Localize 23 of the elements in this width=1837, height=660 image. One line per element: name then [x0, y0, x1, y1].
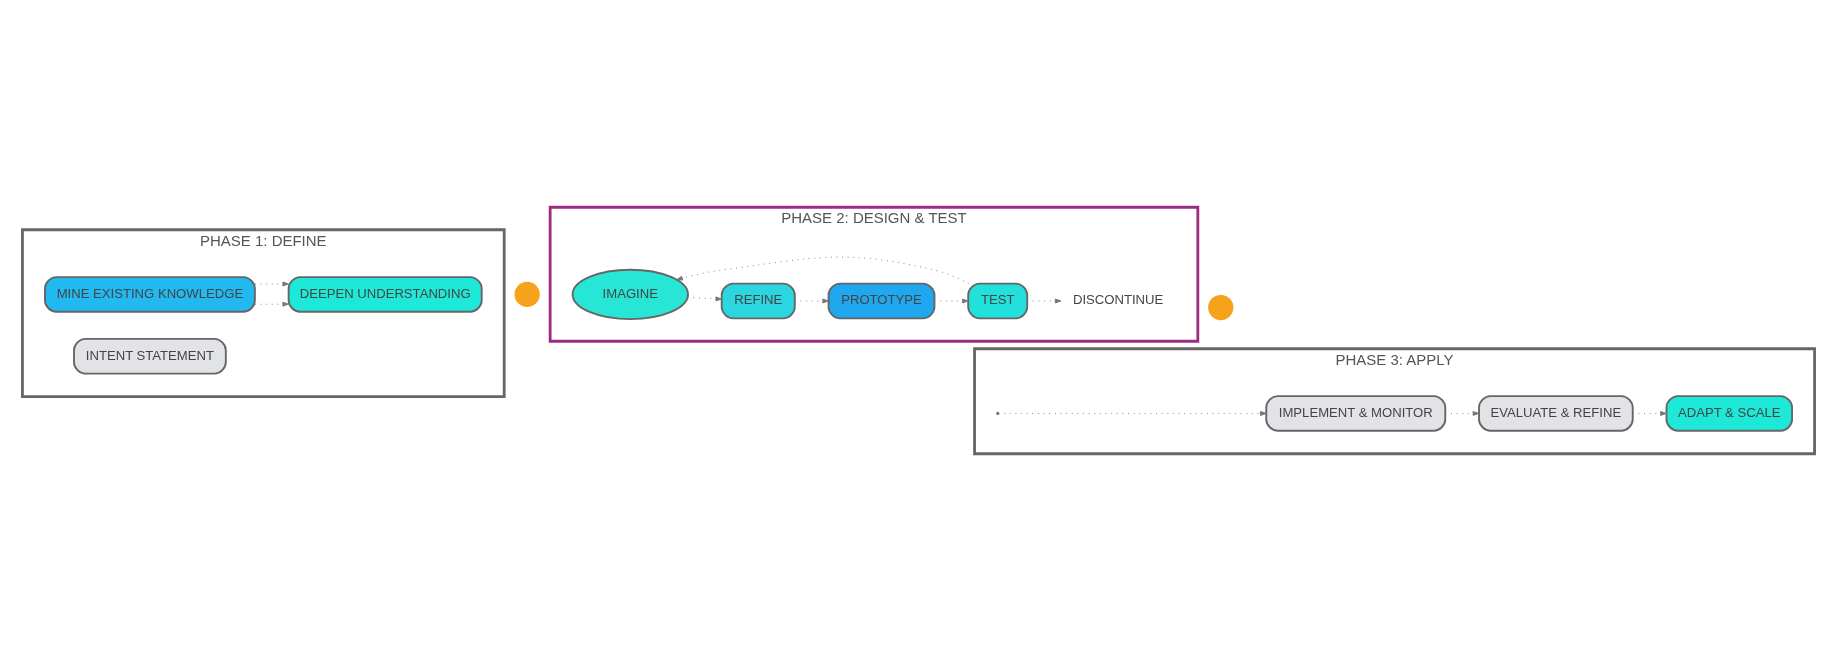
- node-text: DISCONTINUE: [1073, 291, 1164, 307]
- arrow: [794, 298, 829, 303]
- arrow: [254, 281, 289, 286]
- node-circle: [1208, 294, 1234, 320]
- arrow: [1444, 410, 1480, 416]
- arrow: [676, 256, 970, 284]
- node-box: EVALUATE & REFINE: [1478, 394, 1634, 432]
- node-box: ADAPT & SCALE: [1665, 394, 1793, 432]
- arrow: [1632, 410, 1667, 416]
- node-box: INTENT STATEMENT: [73, 337, 227, 375]
- node-circle: [514, 281, 540, 307]
- node-ellipse: IMAGINE: [571, 268, 689, 320]
- arrow: [998, 410, 1267, 416]
- node-box: IMPLEMENT & MONITOR: [1265, 394, 1447, 432]
- node-box: PROTOTYPE: [827, 282, 936, 319]
- node-box: MINE EXISTING KNOWLEDGE: [44, 275, 256, 313]
- node-box: TEST: [967, 282, 1029, 319]
- arrow: [1026, 298, 1062, 303]
- arrow: [934, 298, 969, 303]
- node-box: REFINE: [720, 282, 796, 319]
- arrow: [254, 301, 289, 307]
- arrow: [687, 295, 723, 301]
- node-box: DEEPEN UNDERSTANDING: [287, 275, 483, 313]
